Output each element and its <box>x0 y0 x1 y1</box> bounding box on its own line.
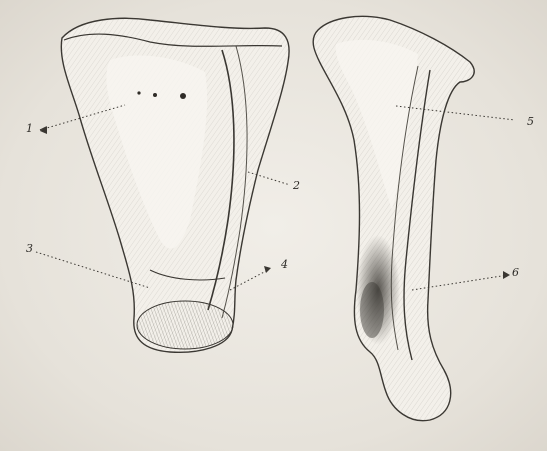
label-1: 1 <box>26 123 33 135</box>
label-3: 3 <box>26 243 33 255</box>
label-2: 2 <box>293 180 300 192</box>
label-4: 4 <box>281 259 288 271</box>
label-5: 5 <box>527 116 534 128</box>
label-6: 6 <box>512 267 519 279</box>
right-bone <box>313 16 474 420</box>
left-bone <box>61 18 289 352</box>
